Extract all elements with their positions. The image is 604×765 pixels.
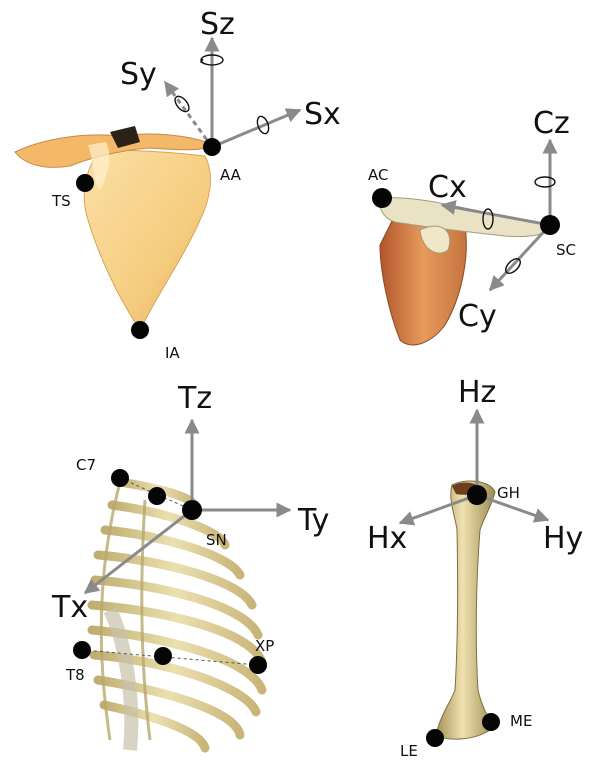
landmark-xp bbox=[249, 656, 267, 674]
scapula-y-rotation-icon bbox=[172, 94, 191, 114]
landmark-thorax-mid bbox=[148, 487, 166, 505]
landmark-xp-label: XP bbox=[255, 637, 274, 655]
scapula-x-axis bbox=[212, 110, 300, 147]
clavicle-z-label: Cz bbox=[533, 106, 570, 141]
landmark-c7 bbox=[111, 469, 129, 487]
scapula-panel: Sz Sy Sx AA TS IA bbox=[15, 7, 341, 362]
landmark-sc bbox=[540, 215, 560, 235]
landmark-ia-label: IA bbox=[165, 344, 180, 362]
landmark-t8 bbox=[73, 641, 91, 659]
humerus-x-label: Hx bbox=[367, 521, 407, 556]
scapula-z-label: Sz bbox=[200, 7, 235, 42]
humerus-bone bbox=[436, 481, 495, 739]
landmark-sn-label: SN bbox=[206, 531, 227, 549]
scapula-y-label: Sy bbox=[120, 57, 157, 92]
landmark-t8-label: T8 bbox=[65, 666, 85, 684]
landmark-gh bbox=[467, 485, 487, 505]
landmark-me-label: ME bbox=[510, 712, 532, 730]
clavicle-panel: Cz Cx Cy AC SC bbox=[368, 106, 576, 345]
landmark-aa bbox=[203, 138, 221, 156]
landmark-ts bbox=[76, 174, 94, 192]
landmark-le-label: LE bbox=[400, 742, 418, 760]
clavicle-y-label: Cy bbox=[458, 299, 497, 334]
landmark-ia bbox=[131, 321, 149, 339]
landmark-ac-label: AC bbox=[368, 166, 388, 184]
landmark-sn bbox=[182, 500, 202, 520]
thorax-panel: Tz Ty Tx C7 SN T8 XP bbox=[51, 381, 329, 750]
landmark-c7-label: C7 bbox=[76, 456, 96, 474]
landmark-ac bbox=[372, 188, 392, 208]
landmark-aa-label: AA bbox=[220, 166, 242, 184]
landmark-ts-label: TS bbox=[51, 192, 71, 210]
landmark-me bbox=[482, 713, 500, 731]
clavicle-z-rotation-icon bbox=[535, 177, 555, 187]
landmark-gh-label: GH bbox=[497, 484, 520, 502]
humerus-z-label: Hz bbox=[458, 375, 496, 410]
scapula-x-label: Sx bbox=[304, 97, 341, 132]
scapula-bone bbox=[15, 126, 212, 330]
landmark-sc-label: SC bbox=[556, 241, 576, 259]
clavicle-x-label: Cx bbox=[428, 170, 467, 205]
thorax-y-label: Ty bbox=[297, 503, 329, 538]
humerus-panel: Hz Hx Hy GH LE ME bbox=[367, 375, 583, 760]
landmark-thorax-inner bbox=[154, 647, 172, 665]
thorax-z-label: Tz bbox=[177, 381, 212, 416]
humerus-y-label: Hy bbox=[543, 521, 583, 556]
landmark-le bbox=[426, 729, 444, 747]
thorax-x-label: Tx bbox=[51, 590, 88, 625]
